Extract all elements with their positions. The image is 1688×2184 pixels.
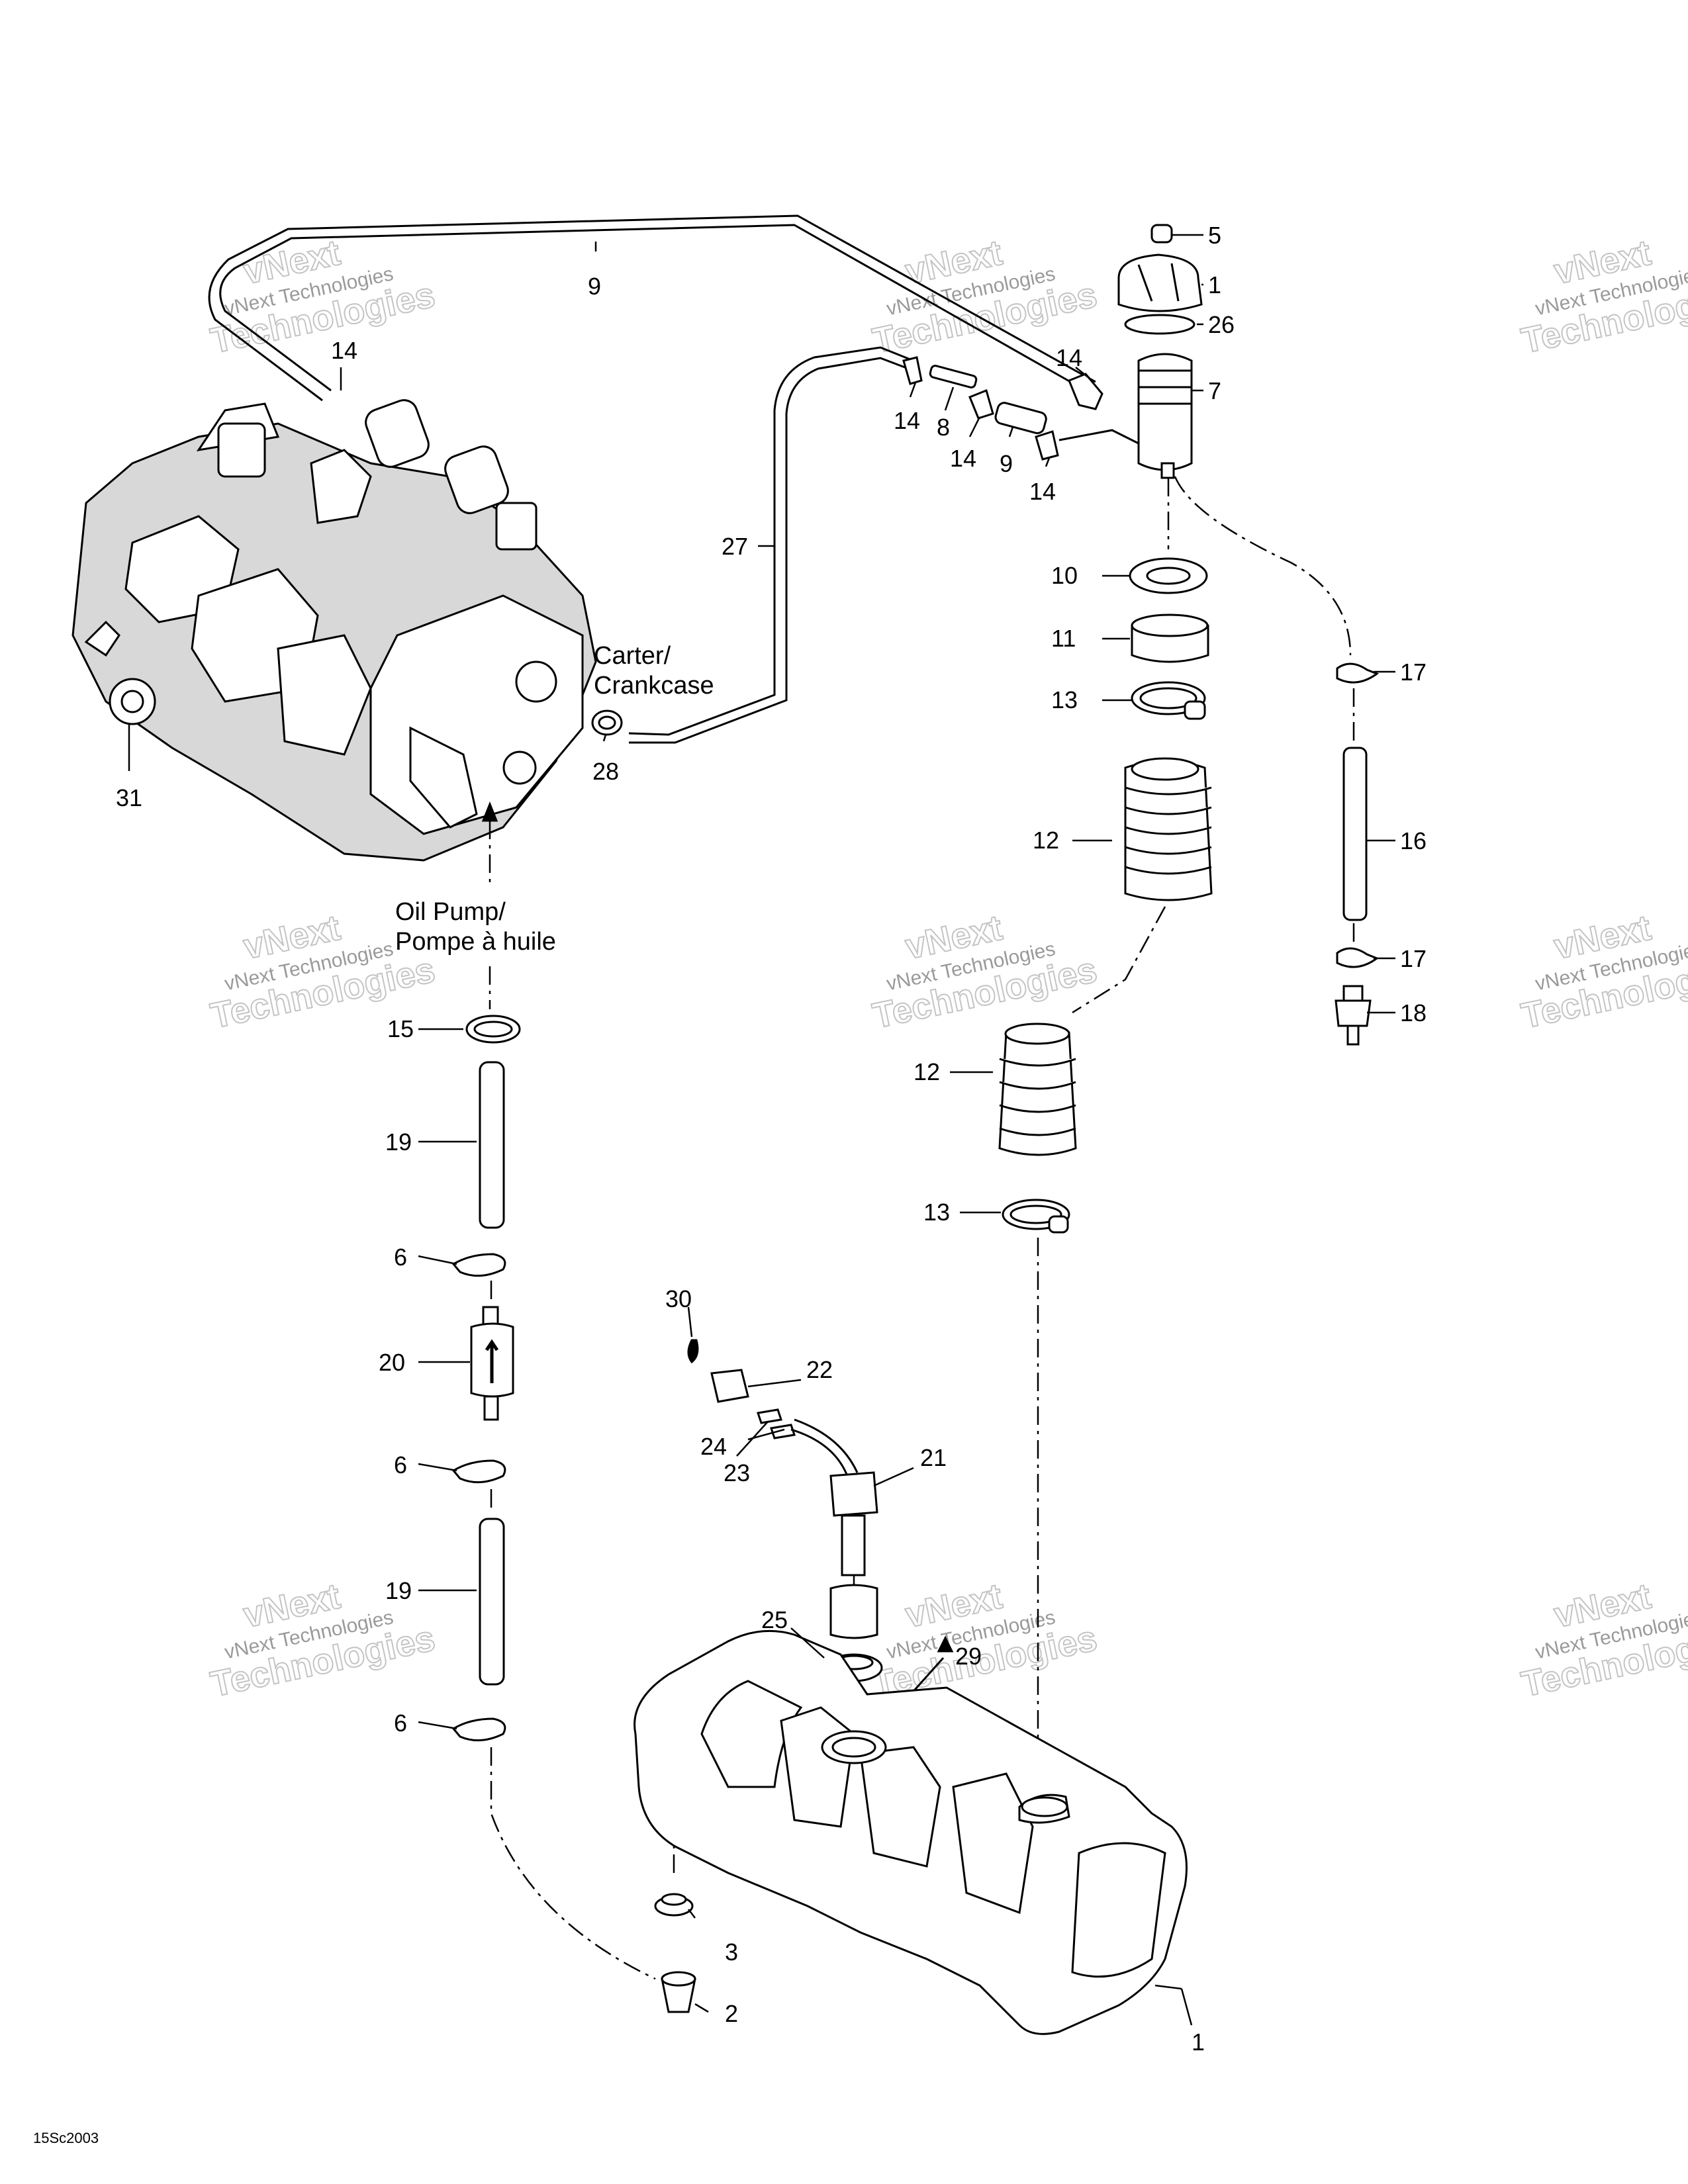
- part-20-fuel-filter: [470, 1306, 514, 1421]
- callout-27: 27: [722, 533, 748, 560]
- part-15-clamp: [465, 1015, 521, 1044]
- part-13-clamp-lower: [1002, 1199, 1070, 1234]
- part-21-sensor: [829, 1471, 878, 1576]
- hose-9-top: [219, 224, 1086, 392]
- callout-11: 11: [1051, 625, 1076, 652]
- callout-14-a: 14: [331, 337, 357, 364]
- callout-19-lower: 19: [385, 1577, 412, 1604]
- callout-14-b: 14: [1056, 344, 1082, 371]
- callout-29: 29: [955, 1643, 982, 1670]
- part-16-hose: [1342, 747, 1368, 921]
- part-17-clamp-lower: [1336, 947, 1380, 968]
- callout-16: 16: [1400, 827, 1427, 854]
- label-pompe: Pompe à huile: [395, 928, 556, 956]
- callout-6-b: 6: [394, 1451, 407, 1479]
- part-6-clamp-2: [451, 1459, 506, 1484]
- callout-2: 2: [725, 2000, 738, 2027]
- label-carter: Carter/: [594, 642, 671, 670]
- callout-12-upper: 12: [1033, 827, 1059, 854]
- part-13-clamp-upper: [1131, 681, 1206, 720]
- callout-9-top: 9: [588, 273, 601, 300]
- part-1-oil-tank: [633, 1629, 1188, 2035]
- callout-31: 31: [116, 784, 142, 811]
- callout-1: 1: [1192, 2028, 1205, 2056]
- callout-24: 24: [700, 1433, 727, 1460]
- callout-10: 10: [1051, 562, 1078, 589]
- figure-id: 15Sc2003: [33, 2130, 99, 2146]
- callout-13-upper: 13: [1051, 686, 1078, 713]
- callout-4: 1: [1208, 271, 1221, 298]
- part-19-hose-lower: [479, 1518, 505, 1686]
- callout-19-upper: 19: [385, 1128, 412, 1156]
- leader-lines: [128, 234, 1395, 2026]
- center-line-2: [1072, 906, 1166, 1014]
- part-17-clamp-upper: [1336, 662, 1380, 684]
- callout-30: 30: [665, 1285, 692, 1312]
- callout-14-d: 14: [950, 445, 976, 472]
- hose-27: [628, 346, 914, 736]
- part-3-grommet: [654, 1893, 694, 1917]
- callout-3: 3: [725, 1938, 738, 1966]
- callout-14-c: 14: [894, 407, 920, 434]
- callout-22: 22: [806, 1356, 833, 1383]
- callout-25: 25: [761, 1606, 788, 1633]
- part-12-bellows-lower: [998, 1023, 1077, 1156]
- part-11-nut: [1131, 614, 1209, 663]
- callout-6-a: 6: [394, 1244, 407, 1271]
- callout-13-lower: 13: [923, 1199, 950, 1226]
- part-22-connector: [710, 1369, 749, 1403]
- callout-23: 23: [724, 1459, 750, 1486]
- callout-20: 20: [379, 1349, 405, 1376]
- callouts: 5 1 26 7 10 11 13 12 12 13 17 16 17 18 9…: [33, 222, 1427, 2146]
- callout-28: 28: [592, 758, 619, 785]
- callout-21: 21: [920, 1444, 947, 1471]
- callout-15: 15: [387, 1015, 414, 1042]
- callout-14-e: 14: [1029, 478, 1056, 505]
- part-24-terminal: [757, 1408, 782, 1424]
- callout-12-lower: 12: [914, 1058, 940, 1085]
- callout-5: 5: [1208, 222, 1221, 249]
- callout-8: 8: [937, 414, 950, 441]
- part-19-hose-upper: [479, 1061, 505, 1229]
- center-line-breather: [1174, 476, 1352, 656]
- callout-17-lower: 17: [1400, 945, 1427, 972]
- part-29-marker: [937, 1635, 954, 1653]
- callout-9-small: 9: [1000, 450, 1013, 477]
- part-28-clamp: [591, 709, 623, 736]
- part-23-terminal: [770, 1424, 796, 1439]
- part-6-clamp-3: [451, 1717, 506, 1742]
- engine-assembly: [71, 399, 597, 862]
- part-30-grease: [687, 1339, 699, 1364]
- label-oil-pump: Oil Pump/: [395, 898, 506, 926]
- callout-7: 7: [1208, 377, 1221, 404]
- part-18-check-valve: [1335, 985, 1372, 1046]
- callout-26: 26: [1208, 311, 1235, 338]
- callout-18: 18: [1400, 999, 1427, 1026]
- callout-6-c: 6: [394, 1709, 407, 1737]
- hose-fittings-group: [902, 356, 1139, 461]
- filler-cap-assembly: [1117, 224, 1203, 479]
- label-crankcase: Crankcase: [594, 672, 714, 700]
- part-12-bellows-upper: [1124, 757, 1213, 901]
- part-2-fitting: [661, 1971, 696, 2013]
- part-21-float: [829, 1584, 878, 1639]
- part-6-clamp-1: [451, 1253, 506, 1277]
- callout-17-upper: 17: [1400, 659, 1427, 686]
